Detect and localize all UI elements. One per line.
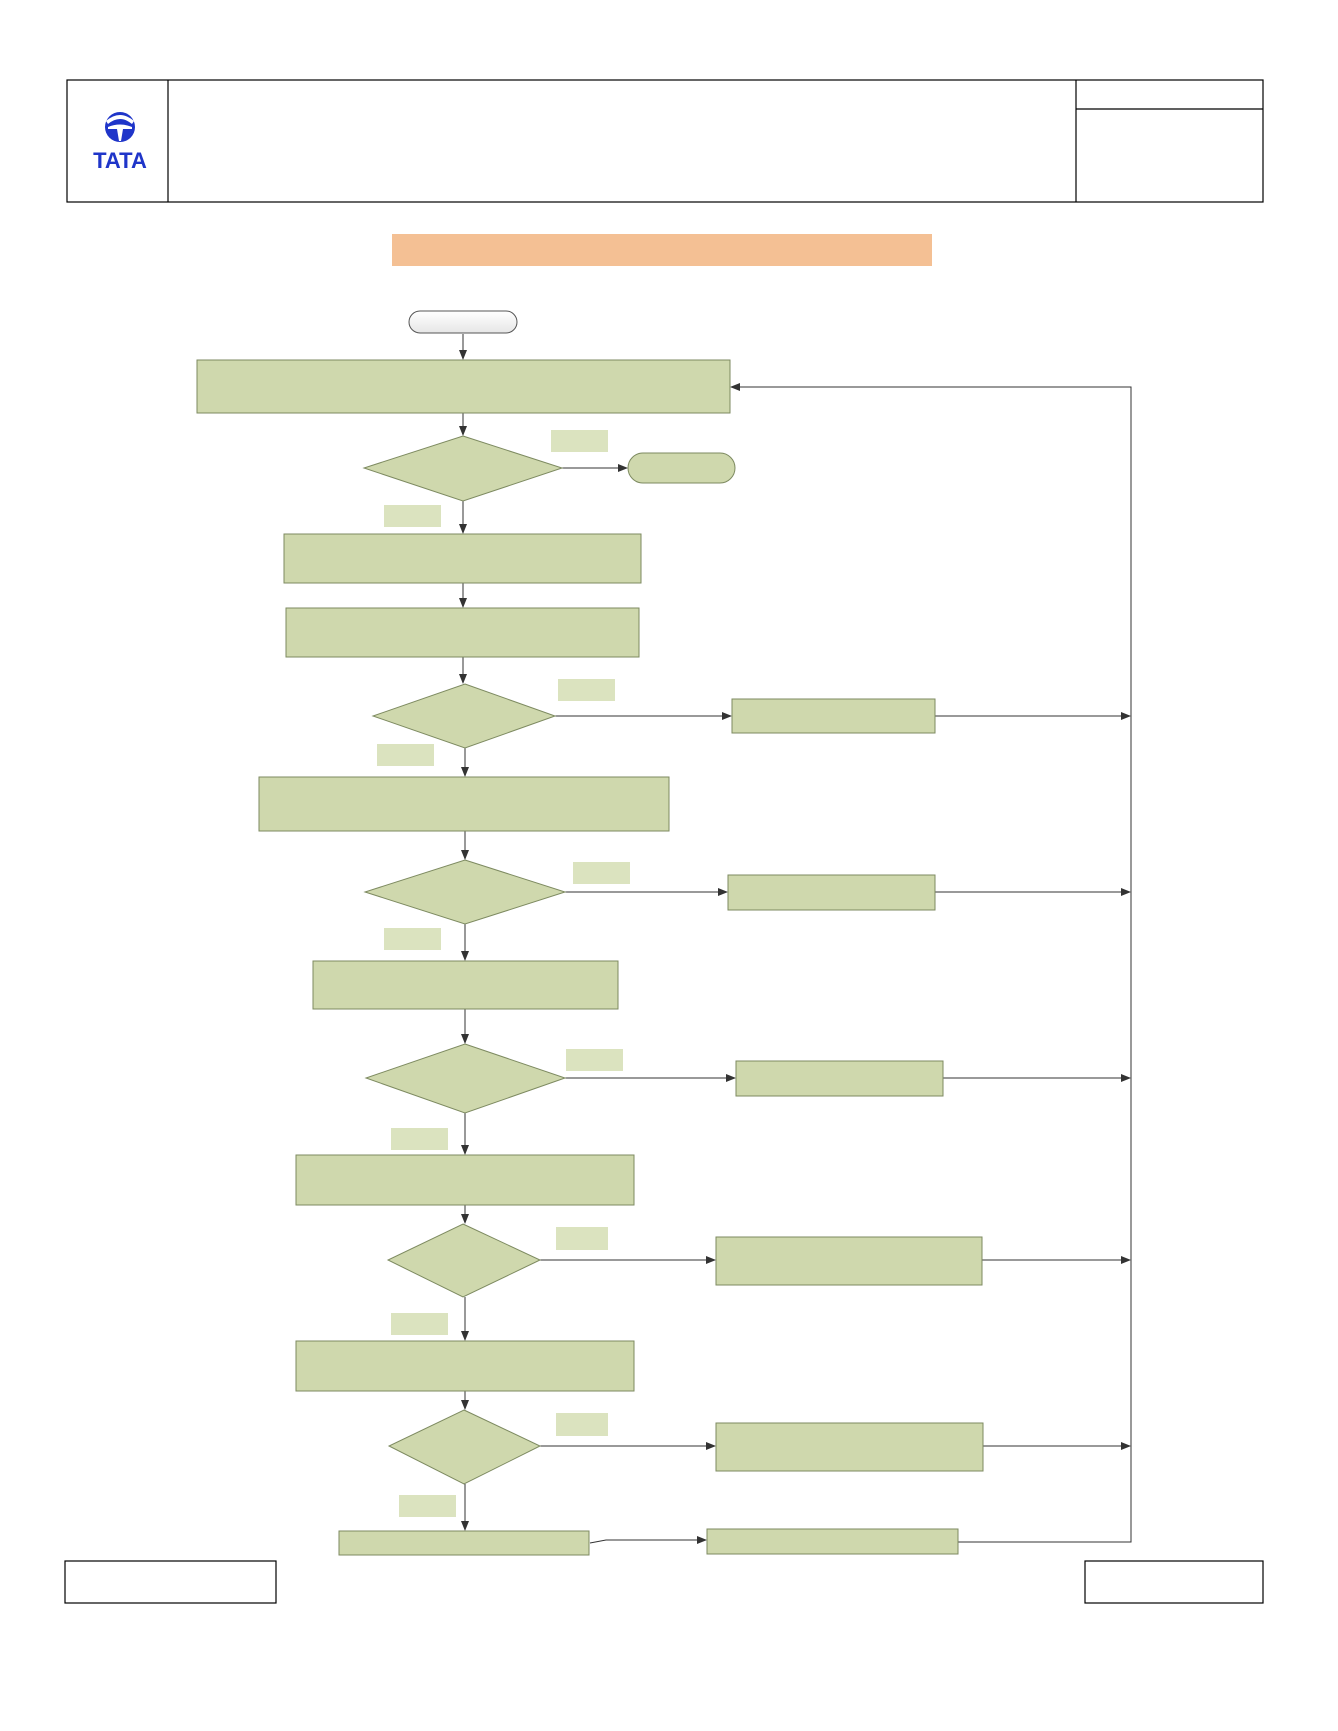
header-frame xyxy=(66,79,1264,203)
main-process-box xyxy=(196,359,731,414)
footer-right-cell xyxy=(1084,1560,1264,1604)
flow-nodes xyxy=(196,310,984,1556)
process-step-2 xyxy=(285,607,640,658)
decision-5-branch-label xyxy=(556,1227,608,1250)
action-box-4 xyxy=(735,1060,944,1097)
logo-wordmark: TATA xyxy=(93,148,147,173)
flow-title-banner xyxy=(392,234,932,266)
end-terminator xyxy=(627,452,736,484)
document-footer xyxy=(64,1560,1264,1604)
arrow-final-to-final-action xyxy=(589,1536,707,1544)
decision-2-cont-label xyxy=(377,744,434,766)
process-step-4 xyxy=(312,960,619,1010)
decision-4 xyxy=(364,1043,623,1150)
start-terminator xyxy=(408,310,518,334)
decision-6-cont-label xyxy=(399,1495,456,1517)
decision-1 xyxy=(362,430,608,527)
document-header: TATA xyxy=(66,79,1264,203)
decision-4-cont-label xyxy=(391,1128,448,1150)
process-step-5 xyxy=(295,1154,635,1206)
decision-4-branch-label xyxy=(566,1049,623,1071)
decision-1-no-label xyxy=(384,505,441,527)
decision-3 xyxy=(363,859,630,950)
decision-2 xyxy=(371,679,615,766)
process-step-1 xyxy=(283,533,642,584)
action-box-3 xyxy=(727,874,936,911)
action-box-2 xyxy=(731,698,936,734)
process-step-3 xyxy=(258,776,670,832)
connectors xyxy=(459,334,1132,1544)
tata-logo: TATA xyxy=(93,112,147,173)
action-box-5 xyxy=(715,1236,983,1286)
feedback-loop-line xyxy=(730,383,1132,1543)
decision-3-cont-label xyxy=(384,928,441,950)
decision-5 xyxy=(386,1223,608,1335)
footer-left-cell xyxy=(64,1560,277,1604)
process-step-6 xyxy=(295,1340,635,1392)
final-action-box xyxy=(706,1528,959,1555)
decision-6 xyxy=(387,1409,608,1517)
decision-6-branch-label xyxy=(556,1413,608,1436)
decision-1-yes-label xyxy=(551,430,608,452)
decision-3-branch-label xyxy=(573,862,630,884)
decision-2-branch-label xyxy=(558,679,615,701)
final-process-step xyxy=(338,1530,590,1556)
action-box-6 xyxy=(715,1422,984,1472)
decision-5-cont-label xyxy=(391,1313,448,1335)
